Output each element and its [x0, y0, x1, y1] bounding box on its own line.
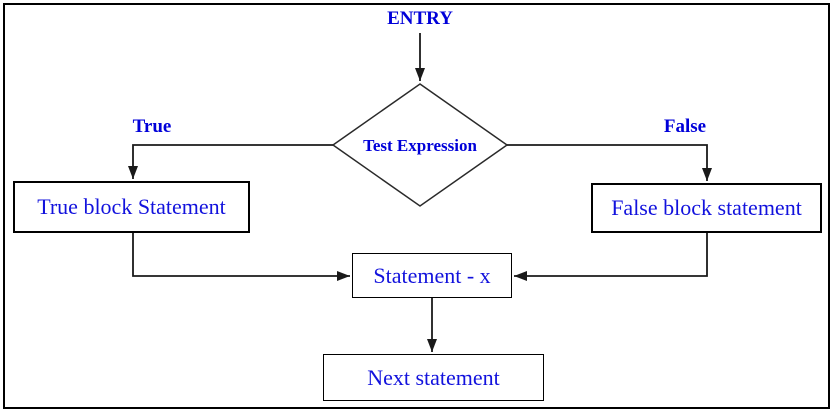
next-statement-node: Next statement	[323, 354, 544, 401]
arrow-true-block-to-statement-x	[132, 233, 350, 281]
arrow-decision-to-true-block	[128, 144, 333, 179]
statement-x-node: Statement - x	[352, 253, 512, 298]
decision-diamond	[331, 83, 509, 207]
false-branch-label: False	[663, 116, 707, 137]
true-branch-label: True	[132, 116, 172, 137]
true-block-node: True block Statement	[13, 181, 250, 233]
entry-label: ENTRY	[387, 8, 453, 29]
false-block-node: False block statement	[591, 183, 822, 233]
arrow-decision-to-false-block	[507, 144, 712, 181]
outer-border	[3, 3, 830, 409]
arrow-false-block-to-statement-x	[514, 233, 708, 281]
decision-label: Test Expression	[363, 135, 477, 155]
